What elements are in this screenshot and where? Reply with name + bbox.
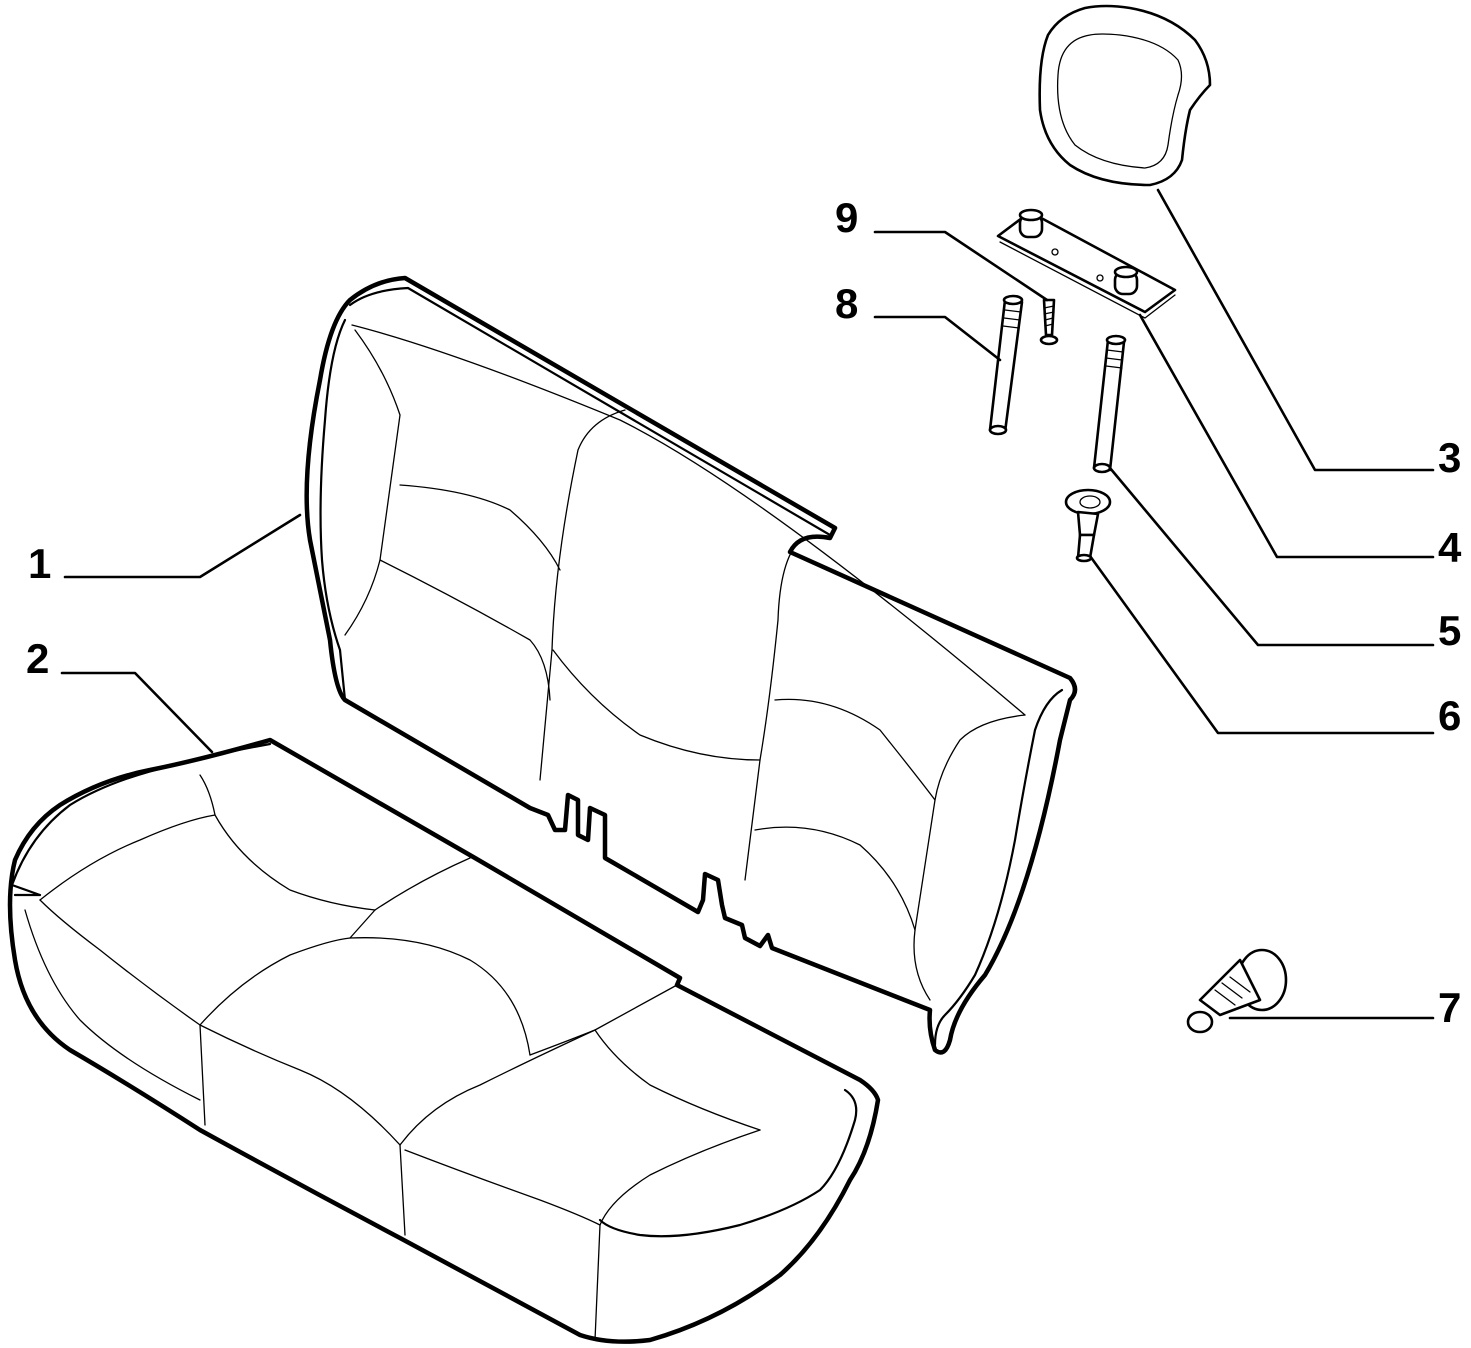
headrest-guide-bushing[interactable] — [1064, 488, 1112, 563]
headrest-guide-rod[interactable] — [1092, 334, 1127, 474]
callout-9: 9 — [835, 194, 858, 241]
seat-backrest[interactable] — [304, 275, 1078, 1055]
leader-line-6 — [1088, 554, 1435, 735]
callout-6: 6 — [1438, 692, 1461, 739]
screw[interactable] — [1039, 298, 1059, 346]
seat-cushion[interactable] — [7, 737, 881, 1344]
mounting-stud[interactable] — [1186, 948, 1288, 1034]
leader-line-4 — [1138, 313, 1435, 559]
callout-4: 4 — [1438, 524, 1462, 571]
leader-line-8 — [873, 315, 1002, 362]
callout-7: 7 — [1438, 984, 1461, 1031]
callout-labels: 1 2 3 4 5 6 7 8 9 — [26, 194, 1462, 1031]
leader-line-1 — [63, 513, 302, 579]
leader-lines — [60, 188, 1435, 1020]
callout-5: 5 — [1438, 607, 1461, 654]
leader-line-3 — [1156, 188, 1435, 472]
headrest-mounting-plate[interactable] — [996, 208, 1177, 319]
leader-line-2 — [60, 671, 214, 754]
callout-3: 3 — [1438, 434, 1461, 481]
callout-2: 2 — [26, 635, 49, 682]
headrest[interactable] — [1038, 4, 1212, 187]
leader-line-9 — [873, 230, 1049, 302]
callout-8: 8 — [835, 280, 858, 327]
leader-line-5 — [1108, 466, 1435, 647]
headrest-rod[interactable] — [988, 294, 1024, 436]
callout-1: 1 — [28, 540, 51, 587]
